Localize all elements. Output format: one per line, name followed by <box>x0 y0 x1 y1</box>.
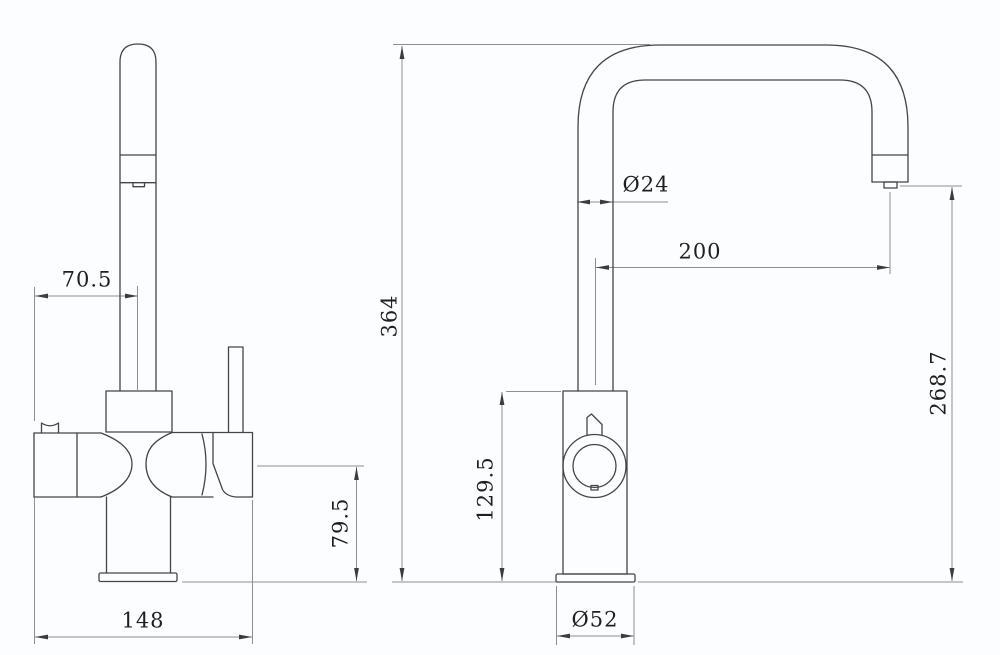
front-spout-cap <box>119 43 157 156</box>
front-collar-notch <box>132 182 146 188</box>
dim-label-overall-width: 148 <box>121 608 165 633</box>
arrow-70-5-right <box>125 293 138 299</box>
arrow-148-left <box>35 634 48 640</box>
arrow-268-7-bottom <box>949 568 955 581</box>
side-body-cylinder <box>562 390 628 575</box>
arrow-o24-left <box>577 199 590 205</box>
dim-label-spout-center-offset: 70.5 <box>61 267 113 292</box>
front-lever-block <box>212 431 254 498</box>
front-left-outlet-block <box>33 432 78 498</box>
side-knob-inner <box>572 443 617 489</box>
side-aerator-nozzle <box>883 181 898 189</box>
arrow-o24-right <box>600 199 613 205</box>
front-lever-rod <box>227 346 244 434</box>
arrow-200-left <box>596 265 609 270</box>
arrow-79-5-top <box>354 467 359 480</box>
front-left-outlet-knob <box>40 422 60 434</box>
side-base-flange <box>555 573 636 583</box>
dim-label-spout-reach: 200 <box>678 239 722 264</box>
arrow-79-5-bottom <box>354 568 359 581</box>
front-waist-left-curve <box>100 432 133 498</box>
arrow-o52-left <box>557 633 570 639</box>
side-view <box>555 44 909 583</box>
side-knob-notch <box>590 484 599 491</box>
arrow-129-5-top <box>499 392 505 405</box>
arrow-268-7-top <box>949 187 955 200</box>
arrow-o52-right <box>621 633 634 639</box>
dim-label-side-outlet-height: 79.5 <box>328 497 353 549</box>
front-right-arm-cap <box>201 433 207 496</box>
dimension-lines-layer <box>34 44 963 645</box>
side-spout-tip <box>871 154 909 183</box>
side-knob-tab <box>586 413 603 436</box>
front-arm-edges <box>33 431 214 498</box>
arrow-129-5-bottom <box>499 568 505 581</box>
side-spout-outer <box>577 44 909 392</box>
front-lower-column <box>105 496 172 574</box>
front-collar-band <box>119 154 157 184</box>
dim-label-body-height: 129.5 <box>473 456 498 522</box>
front-base-flange <box>98 572 178 583</box>
dim-label-tube-diameter: Ø24 <box>622 172 670 197</box>
front-riser-tube <box>119 182 157 392</box>
dimension-arrows-layer <box>35 46 955 640</box>
side-spout-inner <box>612 79 873 392</box>
arrow-200-right <box>877 265 890 270</box>
arrow-364-top <box>399 46 405 59</box>
front-view <box>33 43 254 583</box>
front-neck-block <box>105 390 173 433</box>
dim-label-base-diameter: Ø52 <box>571 607 619 632</box>
dim-label-overall-height: 364 <box>377 294 402 338</box>
side-knob-outer <box>562 433 627 499</box>
arrow-70-5-left <box>35 293 48 299</box>
dim-label-outlet-height: 268.7 <box>926 350 951 416</box>
front-waist-right-curve <box>145 431 173 498</box>
arrow-364-bottom <box>399 568 405 581</box>
arrow-148-right <box>239 634 252 640</box>
